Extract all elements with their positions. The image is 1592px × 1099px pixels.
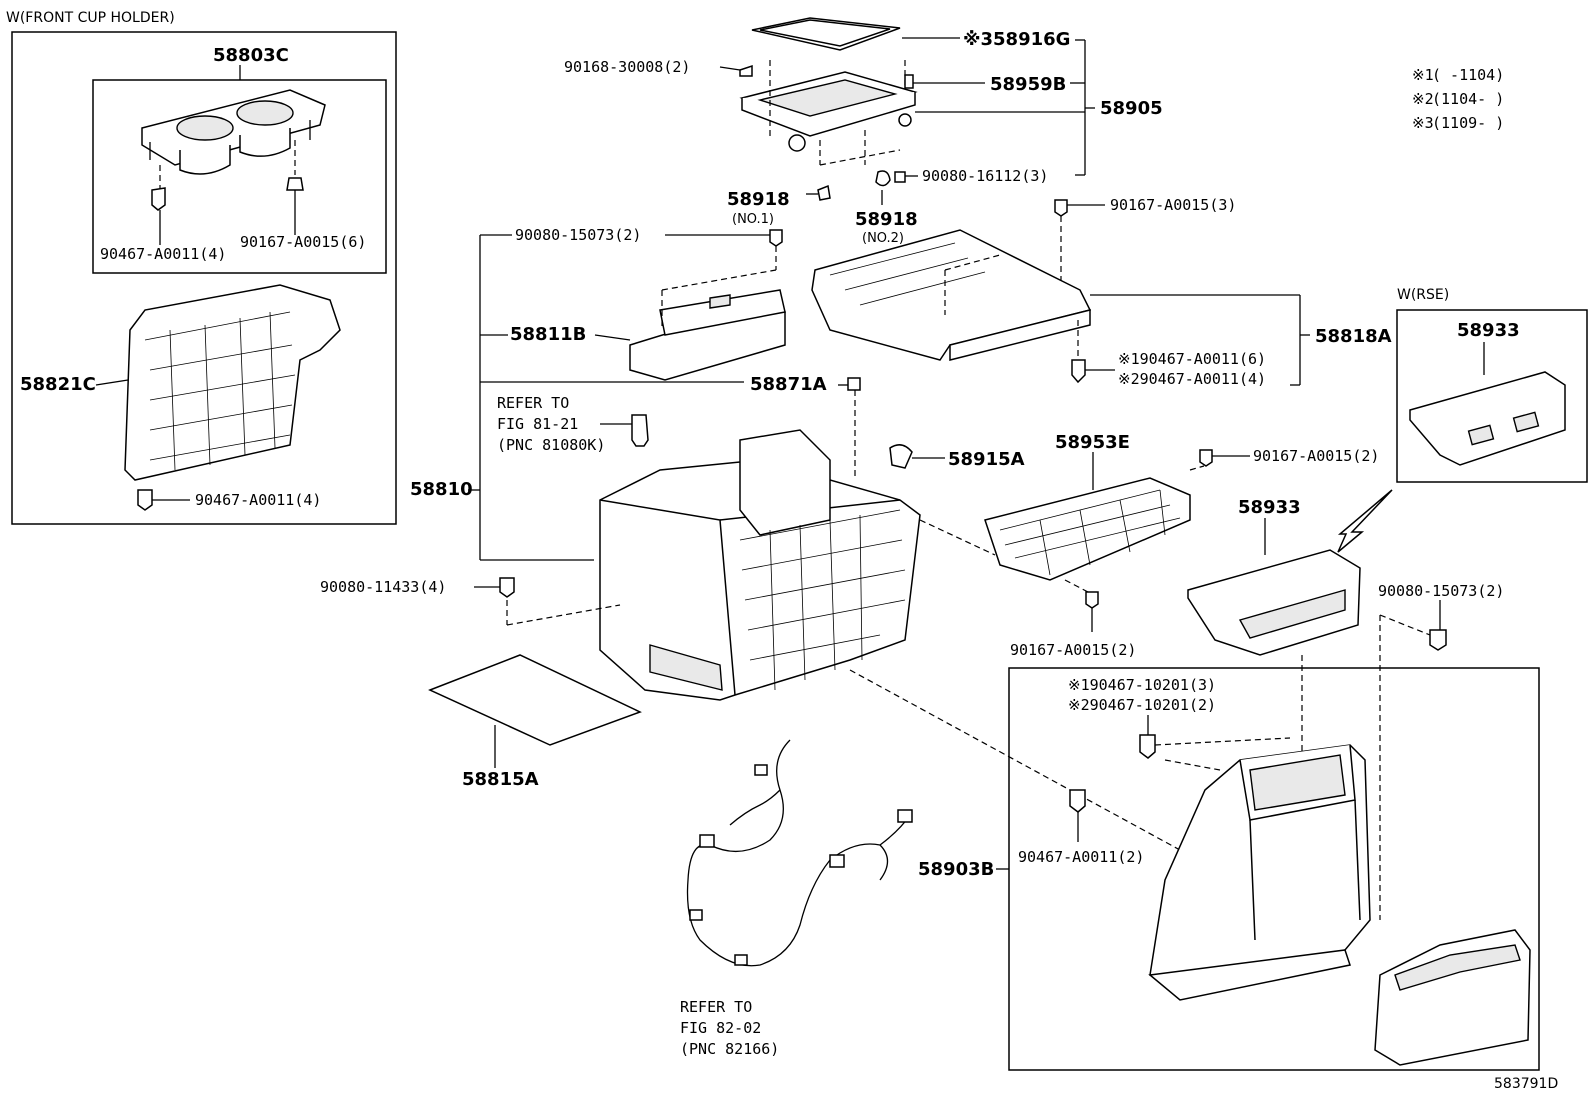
spring-icon	[817, 184, 831, 201]
label-58933-rse[interactable]: 58933	[1457, 320, 1520, 341]
label-90467-A0011-6[interactable]: ※190467-A0011(6)	[1118, 350, 1266, 368]
label-90168-30008[interactable]: 90168-30008(2)	[564, 58, 690, 76]
rse-panel-part	[1409, 371, 1566, 466]
refer2-line3[interactable]: (PNC 82166)	[680, 1040, 779, 1058]
label-58916G[interactable]: ※358916G	[963, 29, 1070, 50]
screw-icon	[1199, 449, 1213, 467]
clip-icon	[137, 489, 153, 511]
label-90467-10201-3[interactable]: ※190467-10201(3)	[1068, 676, 1216, 694]
label-90167-A0015-3[interactable]: 90167-A0015(3)	[1110, 196, 1236, 214]
label-58811B[interactable]: 58811B	[510, 324, 586, 345]
figure-id: 583791D	[1494, 1076, 1558, 1092]
label-58953E[interactable]: 58953E	[1055, 432, 1130, 453]
label-90467-A0011-4b[interactable]: 90467-A0011(4)	[195, 491, 321, 509]
label-90080-15073-2b[interactable]: 90080-15073(2)	[1378, 582, 1504, 600]
cup-holder-part	[141, 89, 326, 175]
screw-icon	[1054, 199, 1068, 217]
label-90467-A0011-4c[interactable]: ※290467-A0011(4)	[1118, 370, 1266, 388]
refer1-line2[interactable]: FIG 81-21	[497, 415, 578, 433]
legend-range-2: (1104- )	[1432, 90, 1504, 108]
screw-icon	[499, 577, 515, 598]
clip-icon	[1069, 789, 1086, 813]
panel-58933-part	[1187, 549, 1361, 656]
legend-range-1: ( -1104)	[1432, 66, 1504, 84]
clip-icon	[1139, 734, 1156, 759]
label-90467-A0011-2[interactable]: 90467-A0011(2)	[1018, 848, 1144, 866]
screw-icon	[769, 229, 783, 247]
label-58918-2-sub: (NO.2)	[862, 231, 904, 246]
refer2-line2[interactable]: FIG 82-02	[680, 1019, 761, 1037]
label-90167-A0015-2a[interactable]: 90167-A0015(2)	[1253, 447, 1379, 465]
clip-icon	[1071, 359, 1086, 384]
front-cup-holder-box	[11, 31, 397, 525]
rear-console-part	[1148, 744, 1371, 1001]
label-90080-15073-2a[interactable]: 90080-15073(2)	[515, 226, 641, 244]
screw-icon	[1085, 591, 1099, 609]
wire-harness-part	[686, 739, 913, 967]
label-58918-1-sub: (NO.1)	[732, 212, 774, 227]
label-58810[interactable]: 58810	[410, 479, 473, 500]
label-90080-11433[interactable]: 90080-11433(4)	[320, 578, 446, 596]
label-58933[interactable]: 58933	[1238, 497, 1301, 518]
lid-part	[739, 71, 918, 152]
tray-58953E-part	[984, 477, 1191, 581]
rse-box	[1396, 309, 1588, 483]
label-58918-2[interactable]: 58918	[855, 209, 918, 230]
legend-mark-3: ※3	[1412, 114, 1434, 132]
screw-icon	[894, 171, 906, 183]
mat-58815A-part	[428, 654, 642, 746]
spring-icon	[875, 170, 891, 187]
label-58915A[interactable]: 58915A	[948, 449, 1025, 470]
screw-icon	[286, 177, 304, 191]
label-58871A[interactable]: 58871A	[750, 374, 827, 395]
clip-58915A-icon	[889, 444, 913, 469]
screw-icon	[1429, 629, 1447, 651]
label-90467-A0011-4a[interactable]: 90467-A0011(4)	[100, 245, 226, 263]
label-58815A[interactable]: 58815A	[462, 769, 539, 790]
label-58818A[interactable]: 58818A	[1315, 326, 1392, 347]
label-58821C[interactable]: 58821C	[20, 374, 96, 395]
connector-icon	[631, 414, 649, 447]
label-58903B[interactable]: 58903B	[918, 859, 994, 880]
label-58905[interactable]: 58905	[1100, 98, 1163, 119]
cup-holder-cover-part	[124, 284, 341, 481]
box-58811B-part	[629, 289, 786, 381]
refer1-line3[interactable]: (PNC 81080K)	[497, 436, 605, 454]
rse-header: W(RSE)	[1397, 287, 1449, 303]
lid-pad-part	[751, 17, 901, 51]
armrest-part	[1374, 929, 1531, 1066]
legend-mark-1: ※1	[1412, 66, 1434, 84]
main-console-part	[599, 429, 921, 701]
screw-icon	[904, 74, 914, 89]
screw-icon	[739, 64, 753, 77]
upper-console-part	[811, 229, 1092, 361]
legend: ※1 ( -1104) ※2 (1104- ) ※3 (1109- )	[1412, 66, 1504, 132]
refer1-line1[interactable]: REFER TO	[497, 394, 569, 412]
clip-icon	[151, 187, 166, 211]
label-90080-16112[interactable]: 90080-16112(3)	[922, 167, 1048, 185]
legend-range-3: (1109- )	[1432, 114, 1504, 132]
front-cup-holder-header: W(FRONT CUP HOLDER)	[6, 10, 175, 26]
label-90167-A0015-6[interactable]: 90167-A0015(6)	[240, 233, 366, 251]
label-90467-10201-2[interactable]: ※290467-10201(2)	[1068, 696, 1216, 714]
legend-mark-2: ※2	[1412, 90, 1434, 108]
square-clip-icon	[847, 377, 861, 391]
label-90167-A0015-2b[interactable]: 90167-A0015(2)	[1010, 641, 1136, 659]
label-58959B[interactable]: 58959B	[990, 74, 1066, 95]
arrow-icon	[1337, 489, 1393, 553]
label-58918-1[interactable]: 58918	[727, 189, 790, 210]
refer2-line1[interactable]: REFER TO	[680, 998, 752, 1016]
label-58803C[interactable]: 58803C	[213, 45, 289, 66]
